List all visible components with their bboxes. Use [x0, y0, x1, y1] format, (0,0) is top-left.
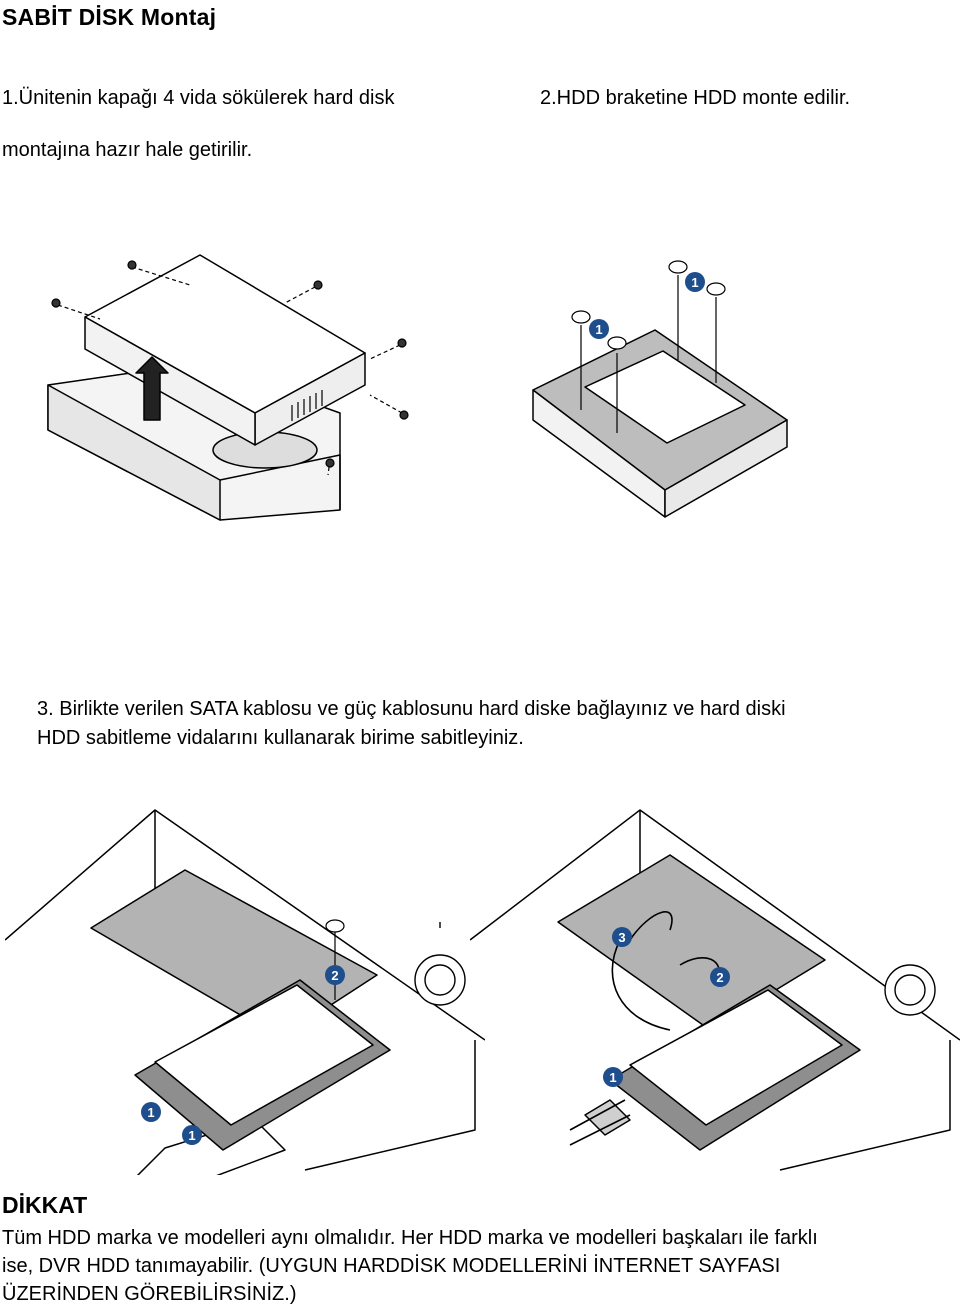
hdd-bracket-illustration: 1 1	[532, 260, 788, 518]
warning-line1: Tüm HDD marka ve modelleri aynı olmalıdı…	[2, 1227, 818, 1249]
bracket-callout-1b: 1	[691, 275, 698, 290]
left-callout-1a: 1	[147, 1105, 154, 1120]
step3-text-line1: 3. Birlikte verilen SATA kablosu ve güç …	[37, 698, 786, 720]
step1-text-line2: montajına hazır hale getirilir.	[2, 139, 253, 161]
right-callout-3: 3	[618, 930, 625, 945]
warning-heading: DİKKAT	[2, 1192, 88, 1218]
right-callout-2: 2	[716, 970, 723, 985]
warning-line2: ise, DVR HDD tanımayabilir. (UYGUN HARDD…	[2, 1255, 781, 1277]
warning-line3: ÜZERİNDEN GÖREBİLİRSİNİZ.)	[2, 1283, 297, 1305]
hdd-install-left-illustration: 2 1 1	[5, 809, 485, 1175]
step2-text: 2.HDD braketine HDD monte edilir.	[540, 87, 851, 109]
bracket-callout-1a: 1	[595, 322, 602, 337]
left-callout-2: 2	[331, 968, 338, 983]
left-callout-1b: 1	[188, 1128, 195, 1143]
cover-removal-illustration	[47, 254, 409, 521]
page-title: SABİT DİSK Montaj	[2, 4, 217, 30]
step1-text-line1: 1.Ünitenin kapağı 4 vida sökülerek hard …	[2, 87, 395, 109]
hdd-cable-right-illustration: 3 2 1	[470, 809, 960, 1171]
step3-text-line2: HDD sabitleme vidalarını kullanarak biri…	[37, 727, 524, 749]
right-callout-1: 1	[609, 1070, 616, 1085]
